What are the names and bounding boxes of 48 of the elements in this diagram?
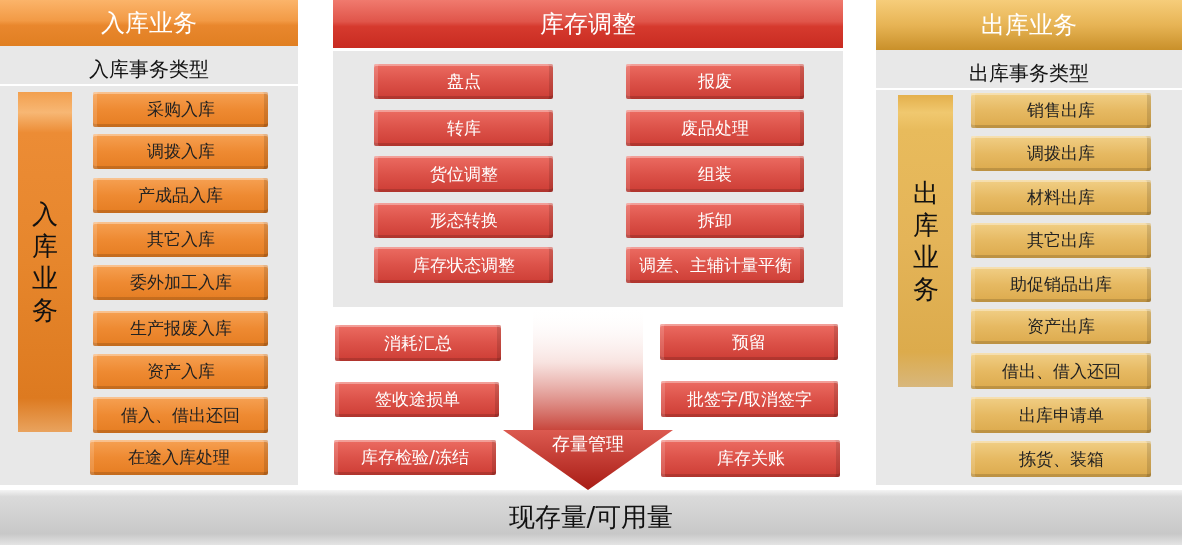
- process-box: 库存检验/冻结: [334, 440, 496, 475]
- process-box: 产成品入库: [93, 178, 268, 213]
- process-box: 废品处理: [626, 110, 804, 146]
- process-box: 销售出库: [971, 93, 1151, 128]
- panel-header: 库存调整: [333, 0, 843, 48]
- panel-header: 出库业务: [876, 0, 1182, 50]
- process-box: 库存关账: [661, 440, 840, 477]
- panel: [876, 0, 1182, 485]
- vertical-label: 入库业务: [31, 198, 59, 326]
- panel: [0, 0, 298, 485]
- panel: [333, 0, 843, 307]
- panel-subtitle: 出库事务类型: [969, 61, 1089, 85]
- panel-header: 入库业务: [0, 0, 298, 46]
- process-box: 采购入库: [93, 92, 268, 127]
- vertical-label: 出库业务: [911, 177, 940, 305]
- process-box: 拆卸: [626, 203, 804, 238]
- process-box: 出库申请单: [971, 397, 1151, 433]
- vertical-bar: [898, 95, 953, 387]
- process-box: 借入、借出还回: [93, 397, 268, 433]
- process-box: 调差、主辅计量平衡: [626, 247, 804, 283]
- process-box: 货位调整: [374, 156, 553, 192]
- process-box: 借出、借入还回: [971, 353, 1151, 389]
- process-box: 报废: [626, 64, 804, 99]
- process-box: 其它出库: [971, 223, 1151, 258]
- process-box: 预留: [660, 324, 838, 360]
- process-box: 调拨入库: [93, 134, 268, 169]
- process-box: 资产入库: [93, 354, 268, 389]
- process-box: 助促销品出库: [971, 267, 1151, 302]
- process-box: 其它入库: [93, 222, 268, 257]
- process-box: 调拨出库: [971, 136, 1151, 171]
- process-box: 签收途损单: [335, 382, 499, 417]
- process-box: 消耗汇总: [335, 325, 501, 361]
- process-box: 生产报废入库: [93, 311, 268, 346]
- process-box: 在途入库处理: [90, 440, 268, 475]
- process-box: 组装: [626, 156, 804, 192]
- process-box: 转库: [374, 110, 553, 146]
- process-box: 拣货、装箱: [971, 441, 1151, 477]
- process-box: 资产出库: [971, 309, 1151, 344]
- process-box: 盘点: [374, 64, 553, 99]
- process-box: 库存状态调整: [374, 247, 553, 283]
- process-box: 委外加工入库: [93, 265, 268, 300]
- panel-subtitle: 入库事务类型: [89, 57, 209, 81]
- base-bar: 现存量/可用量: [0, 490, 1182, 545]
- process-box: 批签字/取消签字: [661, 381, 838, 417]
- process-box: 材料出库: [971, 180, 1151, 215]
- process-box: 形态转换: [374, 203, 553, 238]
- edge-label: 存量管理: [552, 433, 624, 455]
- vertical-bar: [18, 92, 72, 432]
